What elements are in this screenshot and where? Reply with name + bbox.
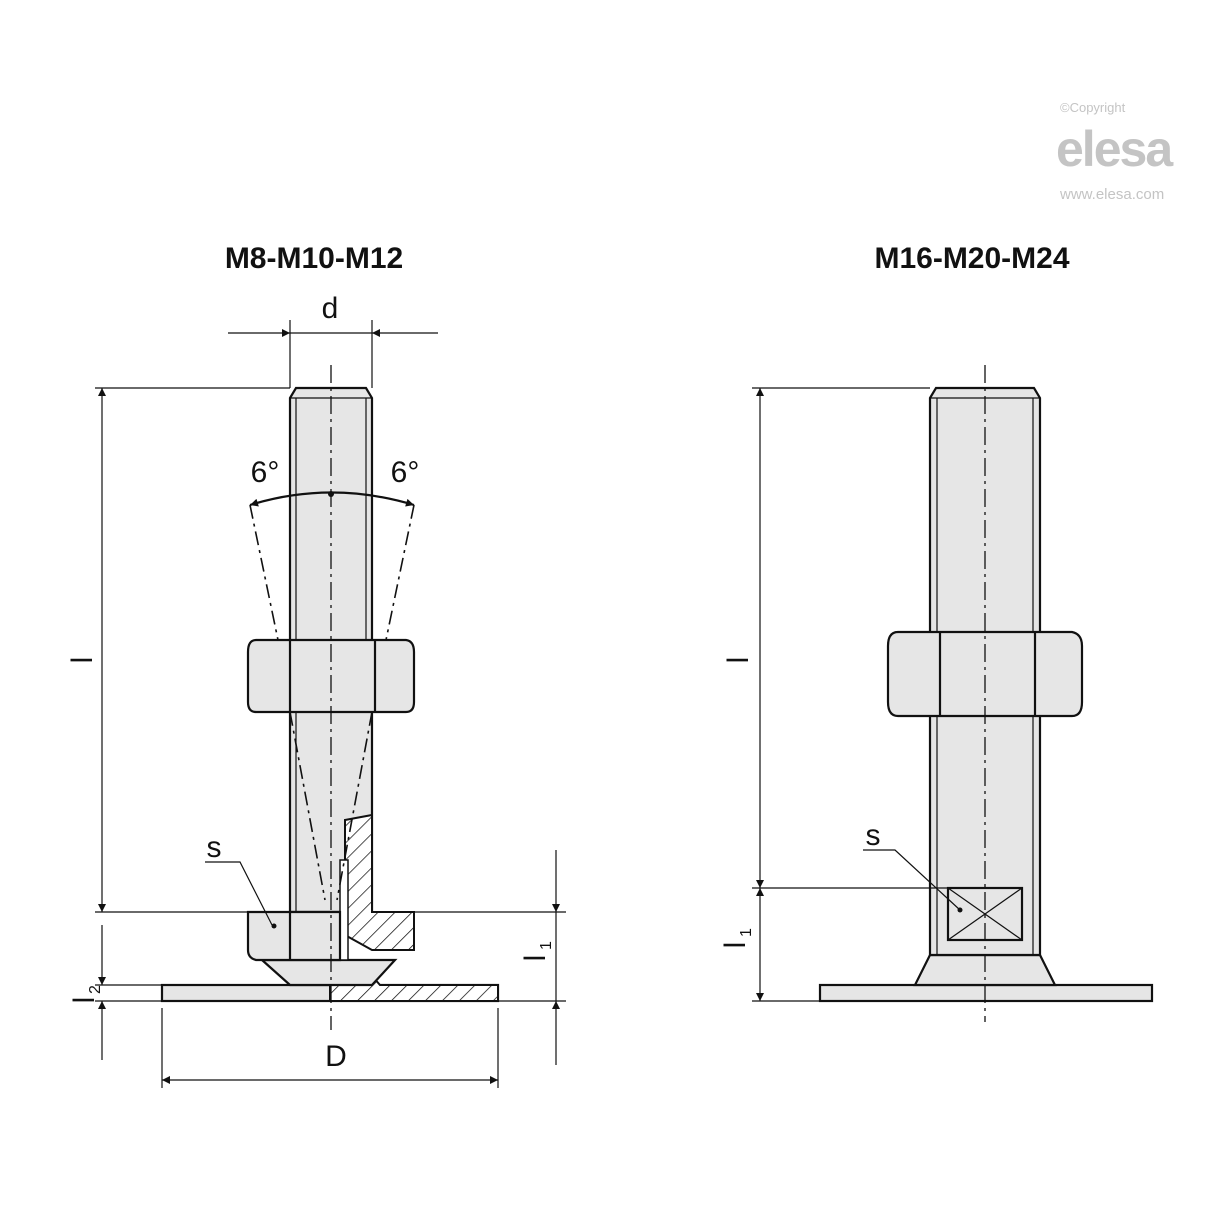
dim-l-label: l: [722, 657, 755, 664]
left-dimensions: [95, 320, 566, 1088]
left-view-title: M8-M10-M12: [225, 242, 403, 275]
dim-l1-sub: 1: [738, 928, 755, 937]
dim-l2-sub: 2: [87, 985, 104, 994]
base-hex: [246, 910, 342, 962]
elesa-logo: ©Copyright elesa www.elesa.com: [1056, 100, 1176, 203]
right-foot-assembly: [818, 365, 1154, 1022]
dim-D-label: D: [325, 1040, 347, 1073]
copyright-text: ©Copyright: [1060, 100, 1126, 115]
dim-l1-label: l 1: [719, 928, 755, 948]
dim-l1-label: l 1: [519, 941, 555, 961]
right-view-title: M16-M20-M24: [874, 242, 1069, 275]
wrench-s-label: s: [207, 831, 222, 864]
base-plate: [818, 983, 1154, 1003]
angle-label-right: 6°: [391, 456, 420, 489]
dim-l-label: l: [66, 657, 99, 664]
url-text: www.elesa.com: [1059, 186, 1164, 203]
right-dimensions: [752, 387, 963, 1002]
dim-d-label: d: [322, 292, 339, 325]
wrench-s-label: s: [866, 819, 881, 852]
hex-nut: [886, 630, 1084, 718]
dim-l2-main: l: [68, 997, 101, 1004]
dim-l1-main: l: [519, 955, 552, 962]
dim-l1-main: l: [719, 942, 752, 949]
left-foot-assembly: [160, 365, 500, 1030]
brand-text: elesa: [1056, 121, 1174, 177]
dim-l1-sub: 1: [538, 941, 555, 950]
angle-label-left: 6°: [251, 456, 280, 489]
dim-l2-label: l 2: [68, 985, 104, 1003]
